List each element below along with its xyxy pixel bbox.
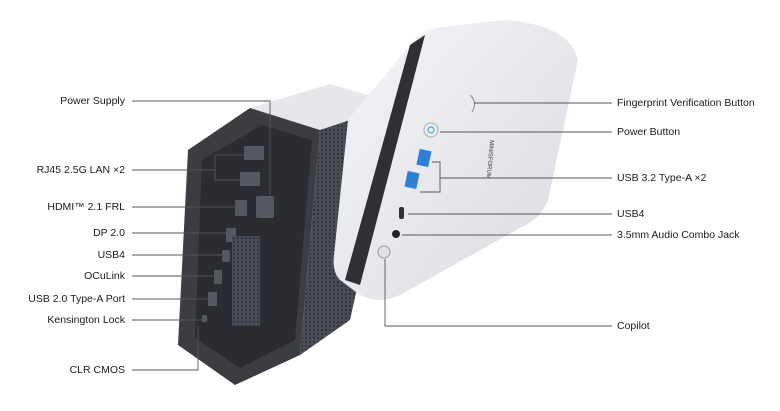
label-rj45-lan: RJ45 2.5G LAN ×2 [36, 164, 125, 176]
copilot-button [377, 245, 391, 259]
label-usb2: USB 2.0 Type-A Port [28, 293, 125, 305]
power-button [423, 122, 439, 138]
rj45-port-2 [240, 172, 260, 186]
kensington-slot [202, 315, 207, 322]
oculink-port [214, 270, 222, 284]
audio-jack [392, 230, 400, 238]
label-clr-cmos: CLR CMOS [69, 364, 125, 376]
label-fingerprint: Fingerprint Verification Button [617, 97, 755, 109]
label-power-supply: Power Supply [60, 95, 125, 107]
label-dp: DP 2.0 [93, 227, 125, 239]
leader-lines [132, 100, 612, 371]
dp-port [226, 228, 236, 242]
usb32-port-2 [404, 170, 420, 190]
label-copilot: Copilot [617, 320, 650, 332]
label-kensington: Kensington Lock [47, 314, 125, 326]
usb4-rear-port [222, 250, 230, 262]
label-usb4-rear: USB4 [97, 249, 125, 261]
brand-logo: MINISFORUM [485, 140, 494, 179]
usb2-port [208, 292, 217, 306]
rj45-port-1 [244, 146, 264, 160]
label-power-button: Power Button [617, 126, 681, 138]
usb4-front-port [399, 207, 404, 219]
label-usb4-front: USB4 [617, 208, 645, 220]
front-device: MINISFORUM [333, 20, 578, 300]
label-hdmi: HDMI™ 2.1 FRL [47, 201, 125, 213]
power-socket [256, 196, 274, 218]
hdmi-port [235, 200, 247, 216]
label-usb32: USB 3.2 Type-A ×2 [617, 172, 707, 184]
label-oculink: OCuLink [84, 270, 125, 282]
usb32-port-1 [416, 148, 432, 168]
label-audio: 3.5mm Audio Combo Jack [617, 229, 740, 241]
